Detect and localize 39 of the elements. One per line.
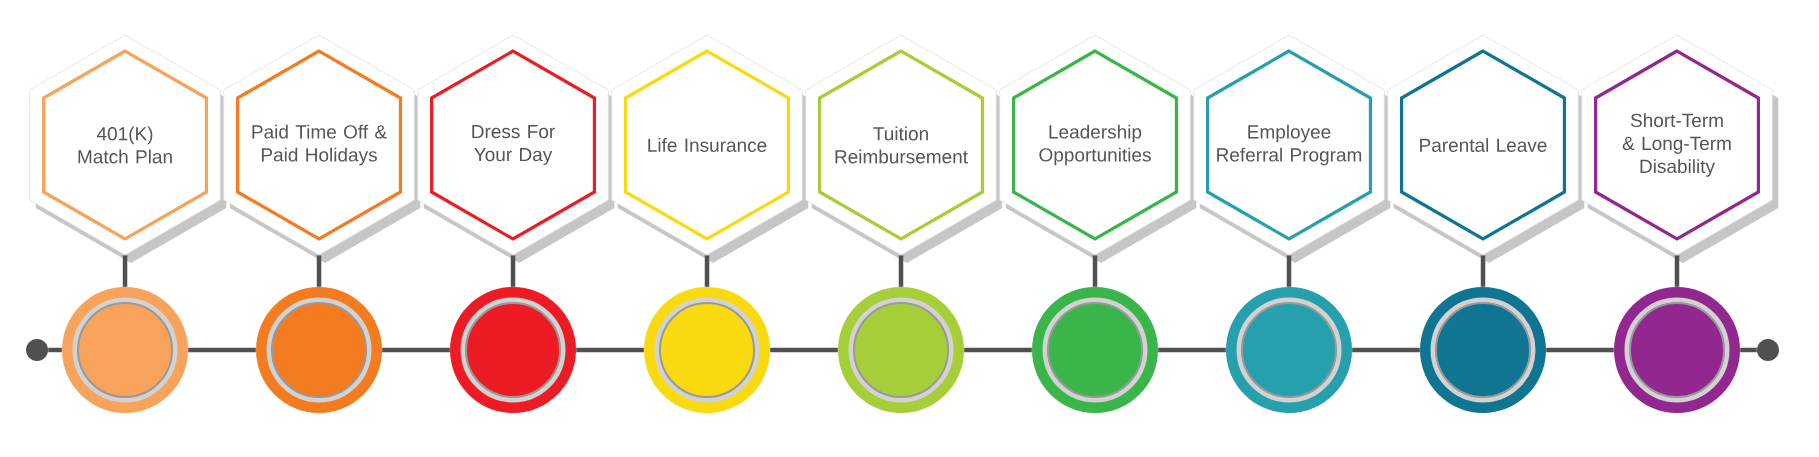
connector-line	[1158, 347, 1226, 353]
hexagon-box: Employee Referral Program	[1193, 34, 1391, 263]
hexagon-box: Leadership Opportunities	[999, 34, 1197, 263]
hexagon-box: Parental Leave	[1387, 34, 1585, 263]
circle-marker	[1226, 287, 1352, 413]
connector-line	[382, 347, 450, 353]
hexagon-box: Tuition Reimbursement	[805, 34, 1003, 263]
connector-line	[1546, 347, 1614, 353]
circle-marker	[62, 287, 189, 413]
hexagon-box: Dress For Your Day	[417, 34, 615, 263]
hexagon-box: Short-Term & Long-Term Disability	[1581, 34, 1779, 263]
circle-marker	[1614, 287, 1740, 413]
circle-marker	[256, 287, 382, 413]
connector-line	[188, 347, 256, 353]
circle-marker	[1032, 287, 1158, 413]
circle-marker	[1420, 287, 1546, 413]
connector-line	[770, 347, 838, 353]
hexagon-box: Life Insurance	[611, 34, 809, 263]
connector-line	[898, 255, 904, 287]
circle-marker	[644, 287, 770, 413]
connector-line	[1352, 347, 1420, 353]
circle-marker	[450, 287, 576, 413]
connector-line	[1674, 255, 1680, 287]
connector-line	[1480, 255, 1486, 287]
hexagon-box: 401(K) Match Plan	[29, 34, 227, 263]
connector-line	[510, 255, 516, 287]
end-dot	[26, 339, 49, 361]
end-dot	[1757, 339, 1779, 361]
connector-line	[48, 347, 62, 353]
connector-line	[576, 347, 644, 353]
connector-line	[1286, 255, 1292, 287]
connector-line	[1092, 255, 1098, 287]
connector-line	[964, 347, 1032, 353]
connector-line	[704, 255, 710, 287]
circle-marker	[838, 287, 964, 413]
connector-line	[1740, 347, 1757, 353]
connector-line	[316, 255, 322, 287]
connector-line	[122, 255, 128, 287]
hexagon-box: Paid Time Off & Paid Holidays	[223, 34, 421, 263]
